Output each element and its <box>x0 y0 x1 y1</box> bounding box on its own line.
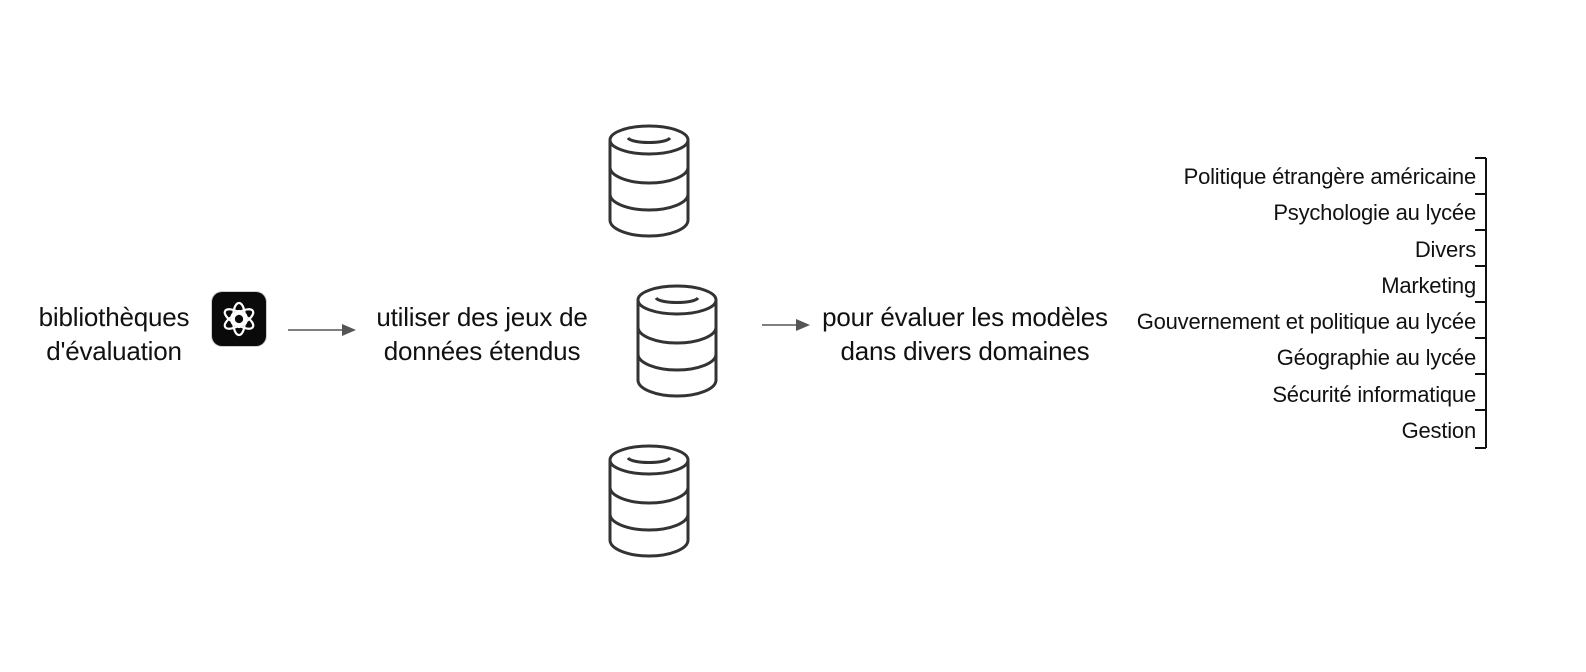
database-icon <box>636 284 718 398</box>
evaluate-label: pour évaluer les modèles dans divers dom… <box>812 300 1118 368</box>
evaluate-line-2: dans divers domaines <box>840 336 1090 366</box>
evaluate-line-1: pour évaluer les modèles <box>822 302 1108 332</box>
domain-item: Géographie au lycée <box>1276 345 1476 371</box>
domain-item: Politique étrangère américaine <box>1183 164 1477 189</box>
domain-item: Divers <box>1414 236 1476 262</box>
openai-logo-icon <box>212 292 266 346</box>
libraries-line-1: bibliothèques <box>38 302 190 332</box>
libraries-line-2: d'évaluation <box>46 336 182 366</box>
domain-list: Politique étrangère américaine Psycholog… <box>1100 158 1477 448</box>
domain-item: Gouvernement et politique au lycée <box>1136 309 1477 335</box>
libraries-label: bibliothèques d'évaluation <box>20 300 208 368</box>
domain-bracket <box>1475 157 1487 449</box>
datasets-line-1: utiliser des jeux de <box>376 302 588 332</box>
arrow-right-icon <box>762 319 810 331</box>
database-icon <box>608 124 690 238</box>
domain-item: Marketing <box>1381 272 1476 298</box>
domain-item: Sécurité informatique <box>1272 381 1476 407</box>
arrow-right-icon <box>288 324 356 336</box>
domain-item: Gestion <box>1401 418 1477 444</box>
datasets-line-2: données étendus <box>383 336 581 366</box>
domain-item: Psychologie au lycée <box>1273 200 1476 226</box>
database-icon <box>608 444 690 558</box>
datasets-label: utiliser des jeux de données étendus <box>362 300 602 368</box>
